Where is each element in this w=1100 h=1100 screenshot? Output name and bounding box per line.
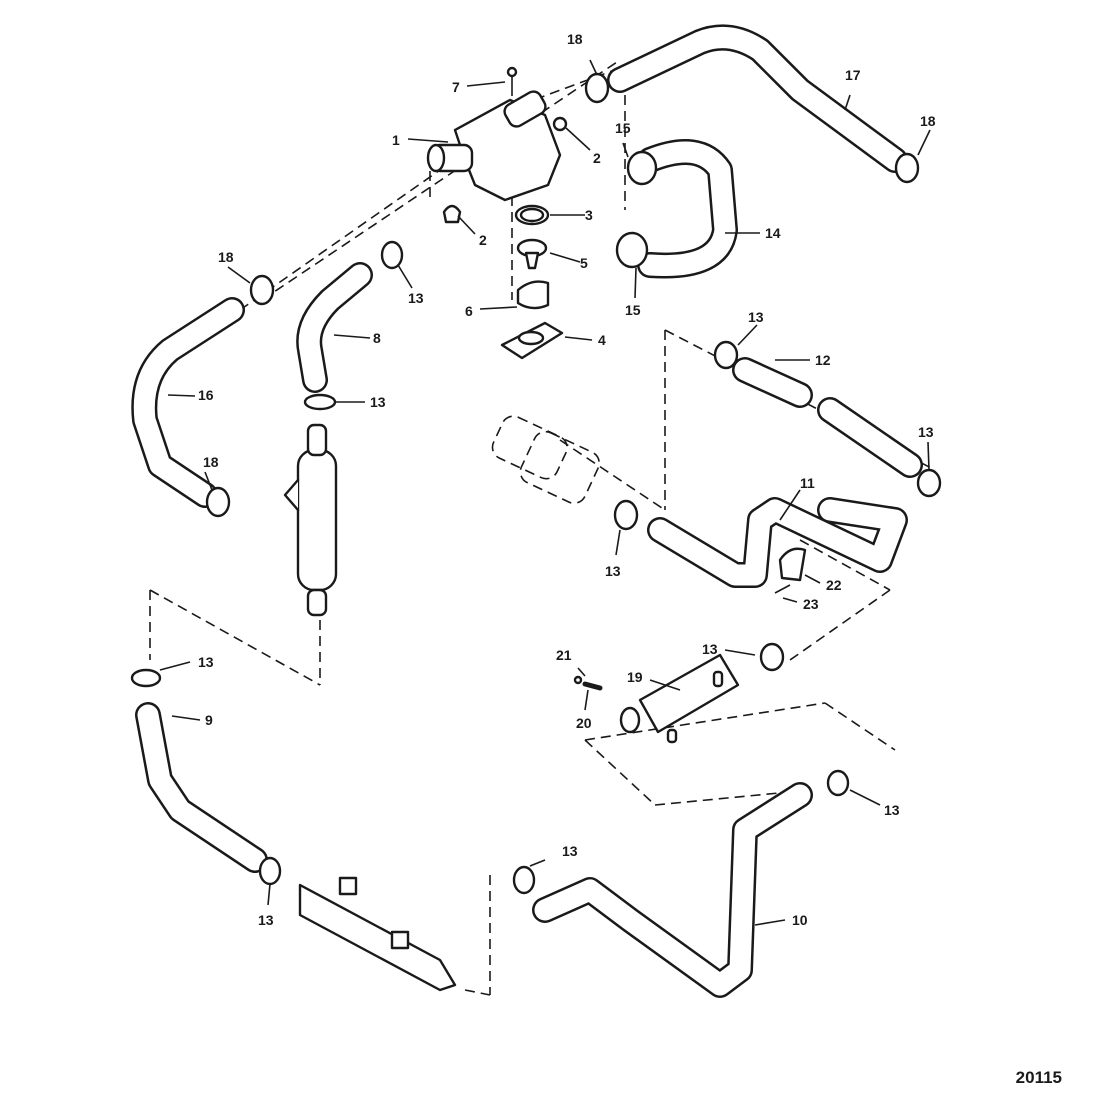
callout-16: 16 (198, 387, 214, 403)
callout-5: 5 (580, 255, 588, 271)
callout-13-j: 13 (562, 843, 578, 859)
gasket-3[interactable] (514, 204, 550, 226)
callout-22: 22 (826, 577, 842, 593)
pump-dashed (491, 415, 600, 505)
clamp-13-a[interactable] (380, 240, 404, 270)
hose-12[interactable] (732, 357, 923, 478)
clamp-13-i[interactable] (258, 856, 282, 886)
callout-18-right: 18 (920, 113, 936, 129)
clamp-15-top[interactable] (626, 150, 658, 186)
clamp-13-f[interactable] (759, 642, 785, 672)
callout-13-i: 13 (258, 912, 274, 928)
callout-13-c: 13 (748, 309, 764, 325)
hose-17[interactable] (607, 24, 908, 173)
clamp-18-left-top[interactable] (249, 274, 275, 306)
hose-9[interactable] (135, 702, 268, 873)
clamps (130, 72, 942, 895)
callout-13-d: 13 (918, 424, 934, 440)
callout-1: 1 (392, 132, 400, 148)
callout-10: 10 (792, 912, 808, 928)
thermostat-5[interactable] (516, 238, 548, 270)
clamp-13-e[interactable] (613, 499, 639, 531)
callout-17: 17 (845, 67, 861, 83)
cooler-19[interactable] (619, 653, 740, 744)
hose-14[interactable] (637, 139, 738, 279)
callout-7: 7 (452, 79, 460, 95)
figure-number: 20115 (1015, 1068, 1062, 1087)
callout-13-h: 13 (884, 802, 900, 818)
washer-21[interactable] (573, 675, 583, 685)
callout-14: 14 (765, 225, 781, 241)
callout-15-top: 15 (615, 120, 631, 136)
callout-9: 9 (205, 712, 213, 728)
callout-4: 4 (598, 332, 606, 348)
clamp-13-j[interactable] (512, 865, 536, 895)
sleeve-6[interactable] (516, 280, 550, 310)
thermostat-housing[interactable] (426, 89, 562, 202)
gasket-4[interactable] (500, 321, 564, 360)
hose-8[interactable] (296, 262, 373, 393)
bolt-7[interactable] (506, 66, 518, 96)
callout-11: 11 (800, 475, 815, 491)
callout-13-f: 13 (702, 641, 718, 657)
screw-23[interactable] (774, 584, 791, 594)
clamp-13-b[interactable] (303, 393, 337, 411)
callout-2-upper: 2 (593, 150, 601, 166)
callout-13-a: 13 (408, 290, 424, 306)
clamp-15-bottom[interactable] (615, 231, 649, 269)
callout-13-e: 13 (605, 563, 621, 579)
callout-labels: 1 2 2 3 4 5 6 7 8 9 10 11 12 13 13 13 13… (198, 31, 936, 928)
clamp-13-h[interactable] (826, 769, 850, 797)
clamp-18-left-bottom[interactable] (205, 486, 231, 518)
bolt-20[interactable] (582, 681, 603, 691)
callout-15-bottom: 15 (625, 302, 641, 318)
hose-10[interactable] (532, 782, 813, 998)
hose-11[interactable] (647, 497, 908, 588)
bracket-22[interactable] (778, 547, 807, 582)
plug-2-lower[interactable] (442, 204, 462, 224)
callout-6: 6 (465, 303, 473, 319)
pipe-bottom[interactable] (298, 876, 457, 992)
callout-21: 21 (556, 647, 572, 663)
callout-12: 12 (815, 352, 831, 368)
clamp-18-right[interactable] (894, 152, 920, 184)
callout-18-left-bottom: 18 (203, 454, 219, 470)
clamp-13-c[interactable] (713, 340, 739, 370)
clamp-13-g[interactable] (130, 668, 162, 688)
callout-8: 8 (373, 330, 381, 346)
leader-lines (159, 59, 931, 926)
callout-3: 3 (585, 207, 593, 223)
callout-23: 23 (803, 596, 819, 612)
plug-2-upper[interactable] (552, 116, 568, 132)
hose-16[interactable] (131, 297, 245, 508)
callout-2-lower: 2 (479, 232, 487, 248)
clamp-18-top[interactable] (584, 72, 610, 104)
callout-18-left-top: 18 (218, 249, 234, 265)
clamp-13-d[interactable] (916, 468, 942, 498)
callout-13-b: 13 (370, 394, 386, 410)
callout-18-top: 18 (567, 31, 583, 47)
callout-20: 20 (576, 715, 592, 731)
callout-19: 19 (627, 669, 643, 685)
callout-13-g: 13 (198, 654, 214, 670)
cooler-left[interactable] (283, 423, 338, 617)
